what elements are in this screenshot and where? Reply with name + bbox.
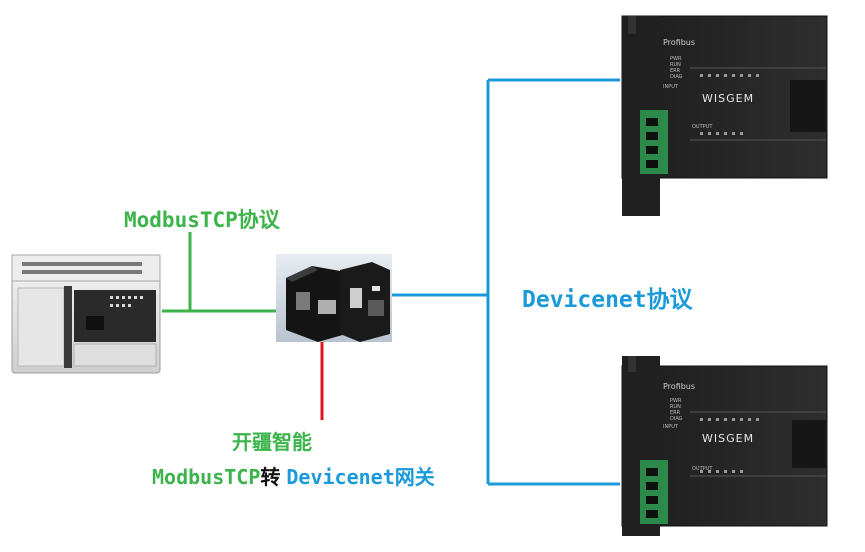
led-label: PWR (670, 398, 682, 404)
vendor-label: 开疆智能 (232, 430, 312, 454)
plc-device (11, 254, 161, 374)
io-module-bottom-leds: PWR RUN ERR DIAG (670, 398, 683, 422)
io-module-bottom-output-label: OUTPUT (692, 466, 713, 472)
gateway-device (276, 254, 392, 342)
led-label: ERR (670, 410, 681, 416)
led-label: DIAG (670, 74, 683, 80)
gateway-label-connector: 转 (260, 465, 281, 489)
devicenet-protocol-label: Devicenet协议 (522, 287, 693, 313)
modbus-protocol-label: ModbusTCP协议 (124, 208, 280, 232)
io-module-top-output-label: OUTPUT (692, 124, 713, 130)
led-label: DIAG (670, 416, 683, 422)
io-module-bottom-input-label: INPUT (663, 424, 678, 430)
io-module-top (621, 15, 828, 216)
io-module-bottom-tag: Profibus (663, 382, 696, 391)
led-label: ERR (670, 68, 681, 74)
gateway-label-source: ModbusTCP (152, 465, 261, 489)
io-module-top-input-label: INPUT (663, 84, 678, 90)
io-module-top-leds: PWR RUN ERR DIAG (670, 56, 683, 80)
gateway-label-target: Devicenet网关 (286, 465, 435, 489)
devicenet-connection-lines (392, 78, 620, 486)
modbus-connection-lines (162, 232, 276, 313)
led-label: RUN (670, 404, 681, 410)
led-label: PWR (670, 56, 682, 62)
io-module-bottom-brand: WISGEM (702, 432, 755, 445)
io-module-bottom (621, 356, 828, 536)
led-label: RUN (670, 62, 681, 68)
io-module-top-tag: Profibus (663, 38, 696, 47)
io-module-top-brand: WISGEM (702, 92, 755, 105)
